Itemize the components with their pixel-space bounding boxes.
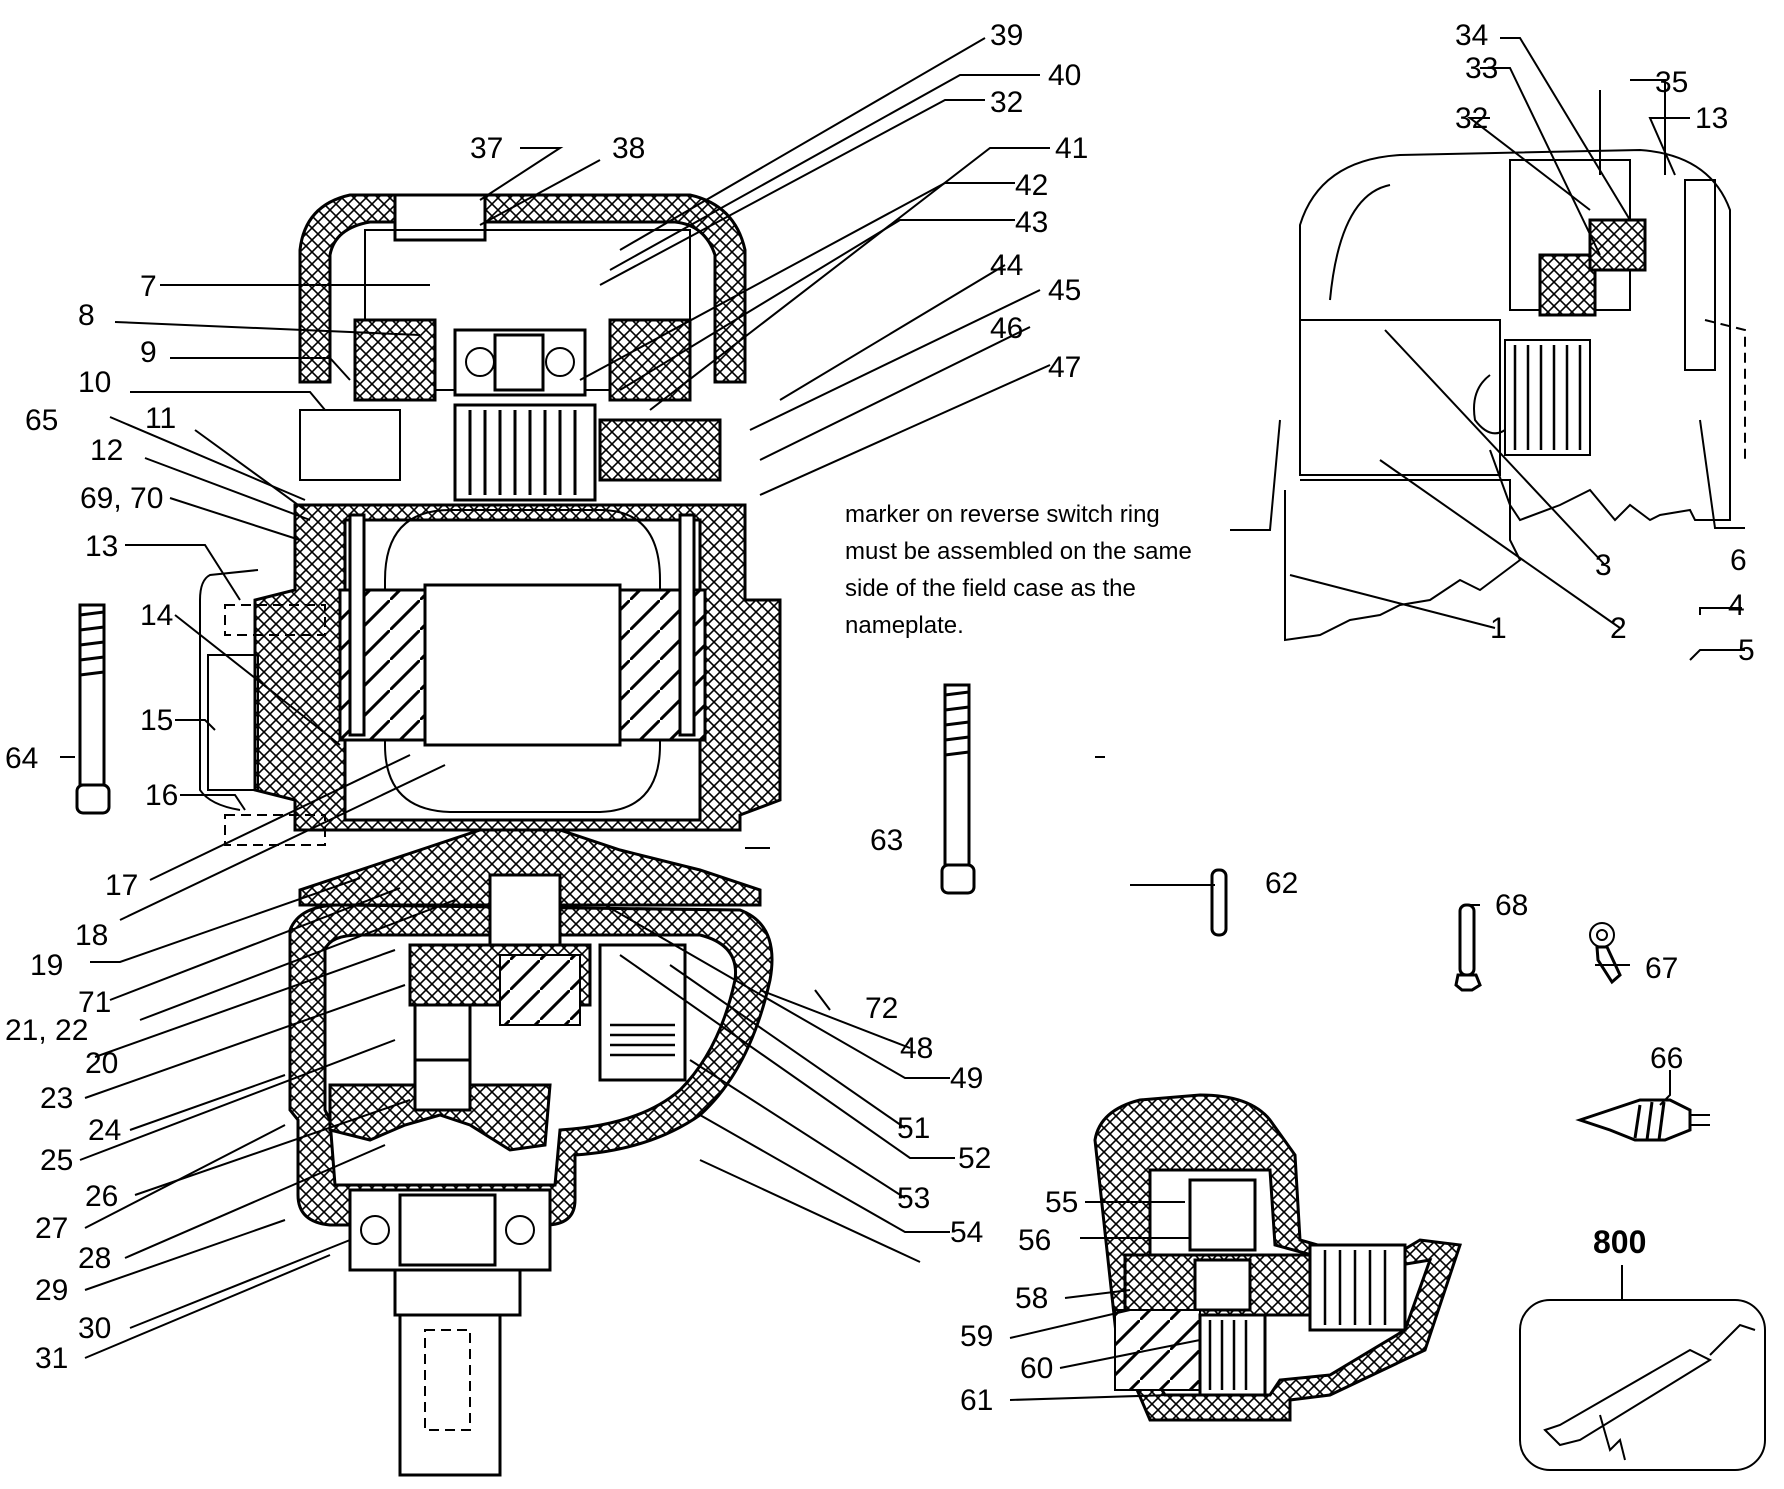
label-41: 41 <box>1055 132 1088 165</box>
label-32b: 32 <box>1455 102 1488 135</box>
label-29: 29 <box>35 1274 68 1307</box>
reverse-switch-note: marker on reverse switch ring must be as… <box>845 501 1192 639</box>
label-33: 33 <box>1465 52 1498 85</box>
label-19: 19 <box>30 949 63 982</box>
label-12: 12 <box>90 434 123 467</box>
label-5: 5 <box>1738 634 1755 667</box>
label-28: 28 <box>78 1242 111 1275</box>
label-24: 24 <box>88 1114 121 1147</box>
label-17: 17 <box>105 869 138 902</box>
commutator <box>453 403 597 502</box>
pin-62 <box>1210 868 1228 937</box>
plug-66 <box>1575 1098 1710 1142</box>
label-67: 67 <box>1645 952 1678 985</box>
label-72: 72 <box>865 992 898 1025</box>
kit-800-box <box>1519 1265 1766 1471</box>
label-15: 15 <box>140 704 173 737</box>
label-39: 39 <box>990 19 1023 52</box>
label-47: 47 <box>1048 351 1081 384</box>
terminal-67 <box>1589 922 1622 985</box>
bolt-68 <box>1454 903 1482 992</box>
label-30: 30 <box>78 1312 111 1345</box>
label-65: 65 <box>25 404 58 437</box>
label-35: 35 <box>1655 66 1688 99</box>
label-43: 43 <box>1015 206 1048 239</box>
note-line-3: side of the field case as the <box>845 575 1136 602</box>
label-6: 6 <box>1730 544 1747 577</box>
label-11: 11 <box>145 402 176 435</box>
label-46: 46 <box>990 312 1023 345</box>
label-45: 45 <box>1048 274 1081 307</box>
label-13a: 13 <box>85 530 118 563</box>
label-37: 37 <box>470 132 503 165</box>
label-56: 56 <box>1018 1224 1051 1257</box>
label-21-22: 21, 22 <box>5 1014 88 1047</box>
intermediate-gear <box>598 943 687 1082</box>
label-18: 18 <box>75 919 108 952</box>
label-32a: 32 <box>990 86 1023 119</box>
armature-core <box>423 583 622 747</box>
label-20: 20 <box>85 1047 118 1080</box>
label-34: 34 <box>1455 19 1488 52</box>
note-line-2: must be assembled on the same <box>845 538 1192 565</box>
tool-housing-cutaway <box>199 193 782 1477</box>
label-52: 52 <box>958 1142 991 1175</box>
label-64: 64 <box>5 742 38 775</box>
label-23: 23 <box>40 1082 73 1115</box>
label-25: 25 <box>40 1144 73 1177</box>
label-8: 8 <box>78 299 95 332</box>
label-1: 1 <box>1490 612 1507 645</box>
leader-lines <box>60 37 1745 1401</box>
kit-label: 800 <box>1593 1224 1646 1260</box>
label-59: 59 <box>960 1320 993 1353</box>
output-spindle <box>393 1268 522 1317</box>
label-60: 60 <box>1020 1352 1053 1385</box>
label-26: 26 <box>85 1180 118 1213</box>
note-line-4: nameplate. <box>845 612 964 639</box>
label-58: 58 <box>1015 1282 1048 1315</box>
label-51: 51 <box>897 1112 930 1145</box>
kit-800-frame <box>1519 1299 1766 1471</box>
cover-cap <box>393 193 487 242</box>
label-62: 62 <box>1265 867 1298 900</box>
label-27: 27 <box>35 1212 68 1245</box>
label-55: 55 <box>1045 1186 1078 1219</box>
label-63: 63 <box>870 824 903 857</box>
label-42: 42 <box>1015 169 1048 202</box>
label-31: 31 <box>35 1342 68 1375</box>
motor-cover <box>298 193 747 384</box>
label-53: 53 <box>897 1182 930 1215</box>
label-68: 68 <box>1495 889 1528 922</box>
label-10: 10 <box>78 366 111 399</box>
label-71: 71 <box>78 986 111 1019</box>
label-13b: 13 <box>1695 102 1728 135</box>
screw-63 <box>940 683 976 895</box>
label-44: 44 <box>990 249 1023 282</box>
label-3: 3 <box>1595 549 1612 582</box>
label-38: 38 <box>612 132 645 165</box>
note-line-1: marker on reverse switch ring <box>845 501 1160 528</box>
label-49: 49 <box>950 1062 983 1095</box>
switch-detail-view <box>1284 148 1746 642</box>
label-61: 61 <box>960 1384 993 1417</box>
label-69-70: 69, 70 <box>80 482 163 515</box>
label-48: 48 <box>900 1032 933 1065</box>
label-16: 16 <box>145 779 178 812</box>
label-40: 40 <box>1048 59 1081 92</box>
screw-64 <box>75 603 111 815</box>
gear-detail-view <box>1093 1093 1463 1422</box>
label-2: 2 <box>1610 612 1627 645</box>
label-14: 14 <box>140 599 173 632</box>
part-number-labels: 39 40 32 37 38 41 42 43 44 45 46 47 7 8 … <box>5 19 1755 1417</box>
label-7: 7 <box>140 270 157 303</box>
spindle-gear <box>328 1083 552 1152</box>
label-4: 4 <box>1728 589 1745 622</box>
label-54: 54 <box>950 1216 983 1249</box>
label-9: 9 <box>140 336 157 369</box>
label-66: 66 <box>1650 1042 1683 1075</box>
